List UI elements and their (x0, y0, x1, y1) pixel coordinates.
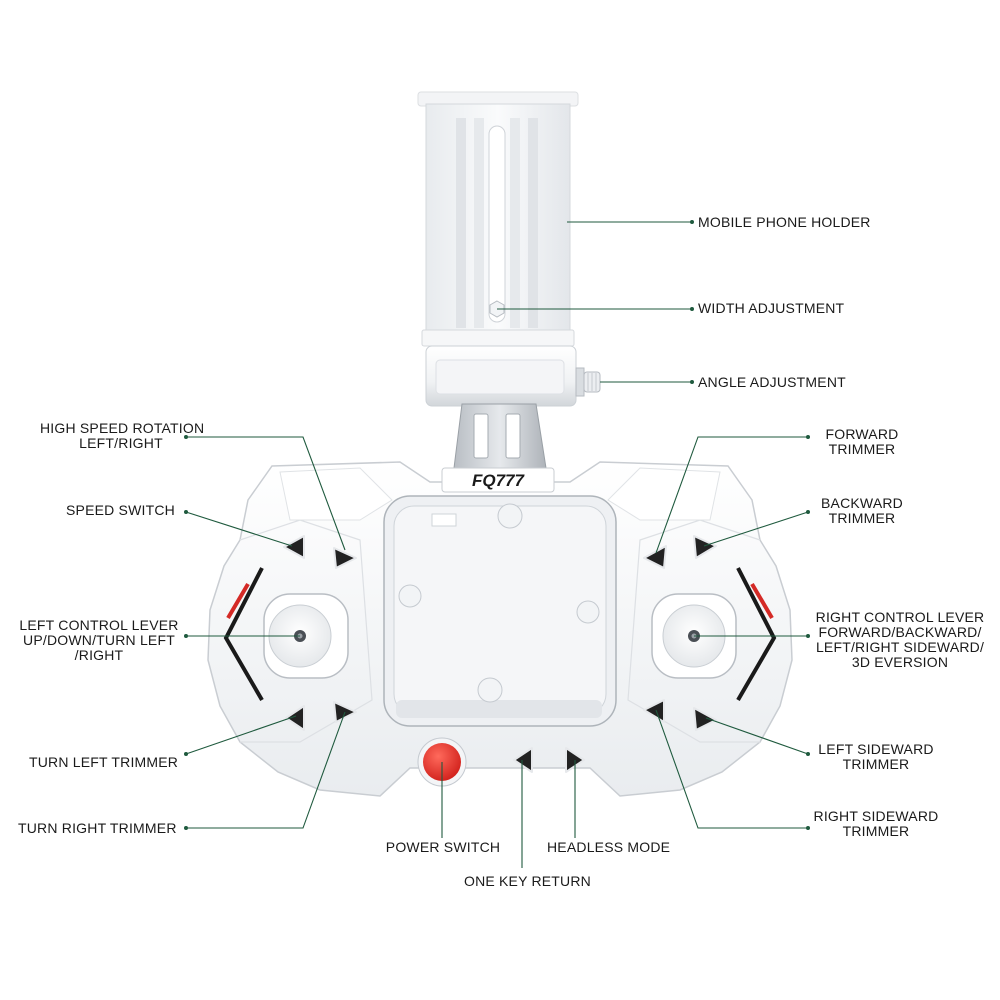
turn-left-trimmer-button[interactable] (285, 705, 305, 731)
battery-compartment (383, 495, 617, 727)
label-turn-right-trimmer: TURN RIGHT TRIMMER (18, 821, 177, 836)
label-line: LEFT/RIGHT (79, 435, 163, 451)
label-backward-trimmer: BACKWARD TRIMMER (800, 496, 924, 526)
left-sideward-trimmer-button[interactable] (693, 707, 717, 731)
label-left-control-lever: LEFT CONTROL LEVER UP/DOWN/TURN LEFT /RI… (14, 618, 184, 663)
label-line: LEFT/RIGHT SIDEWARD/ (815, 639, 985, 655)
label-line: LEFT SIDEWARD (818, 741, 934, 757)
label-line: RIGHT SIDEWARD (813, 808, 939, 824)
right-wing-decal (736, 567, 777, 702)
label-angle-adjustment: ANGLE ADJUSTMENT (698, 375, 846, 390)
speed-switch-button[interactable] (283, 535, 305, 559)
left-wing-decal (223, 567, 264, 702)
label-line: TRIMMER (828, 510, 896, 526)
label-right-control-lever: RIGHT CONTROL LEVER FORWARD/BACKWARD/ LE… (808, 610, 992, 670)
label-width-adjustment: WIDTH ADJUSTMENT (698, 301, 844, 316)
label-line: BACKWARD (821, 495, 903, 511)
one-key-return-button[interactable] (513, 747, 533, 773)
label-line: /RIGHT (74, 647, 124, 663)
label-line: TURN LEFT TRIMMER (29, 754, 179, 770)
label-line: TRIMMER (842, 823, 910, 839)
label-left-sideward-trimmer: LEFT SIDEWARD TRIMMER (808, 742, 944, 772)
leader-lines (184, 220, 810, 868)
forward-trimmer-button[interactable] (643, 545, 667, 569)
label-line: SPEED SWITCH (66, 502, 175, 518)
brand-label: FQ777 (441, 467, 555, 493)
label-line: ANGLE ADJUSTMENT (698, 374, 846, 390)
label-line: LEFT CONTROL LEVER (19, 617, 179, 633)
label-turn-left-trimmer: TURN LEFT TRIMMER (29, 755, 178, 770)
label-headless-mode: HEADLESS MODE (547, 840, 670, 855)
brand-label-text: FQ777 (472, 471, 526, 490)
label-line: FORWARD (825, 426, 899, 442)
label-line: UP/DOWN/TURN LEFT (23, 632, 175, 648)
label-one-key-return: ONE KEY RETURN (440, 874, 615, 889)
label-right-sideward-trimmer: RIGHT SIDEWARD TRIMMER (804, 809, 948, 839)
label-line: POWER SWITCH (385, 839, 501, 855)
label-line: 3D EVERSION (851, 654, 949, 670)
label-forward-trimmer: FORWARD TRIMMER (800, 427, 924, 457)
label-line: ONE KEY RETURN (463, 873, 591, 889)
label-line: TRIMMER (842, 756, 910, 772)
high-speed-rotation-button[interactable] (333, 547, 357, 569)
label-line: TRIMMER (828, 441, 896, 457)
angle-adjustment-knob[interactable] (575, 367, 601, 397)
label-line: WIDTH ADJUSTMENT (698, 300, 845, 316)
label-line: MOBILE PHONE HOLDER (698, 214, 871, 230)
label-line: TURN RIGHT TRIMMER (18, 820, 177, 836)
label-line: HEADLESS MODE (547, 839, 671, 855)
label-speed-switch: SPEED SWITCH (66, 503, 175, 518)
right-sideward-trimmer-button[interactable] (643, 699, 665, 723)
holder-bracket (453, 403, 547, 469)
label-high-speed-rotation: HIGH SPEED ROTATION LEFT/RIGHT (40, 420, 205, 451)
label-power-switch: POWER SWITCH (373, 840, 513, 855)
label-line: HIGH SPEED ROTATION (40, 420, 205, 436)
phone-holder (417, 91, 579, 407)
label-line: FORWARD/BACKWARD/ (818, 624, 982, 640)
label-mobile-phone-holder: MOBILE PHONE HOLDER (698, 215, 871, 230)
label-line: RIGHT CONTROL LEVER (815, 609, 985, 625)
backward-trimmer-button[interactable] (693, 535, 717, 559)
